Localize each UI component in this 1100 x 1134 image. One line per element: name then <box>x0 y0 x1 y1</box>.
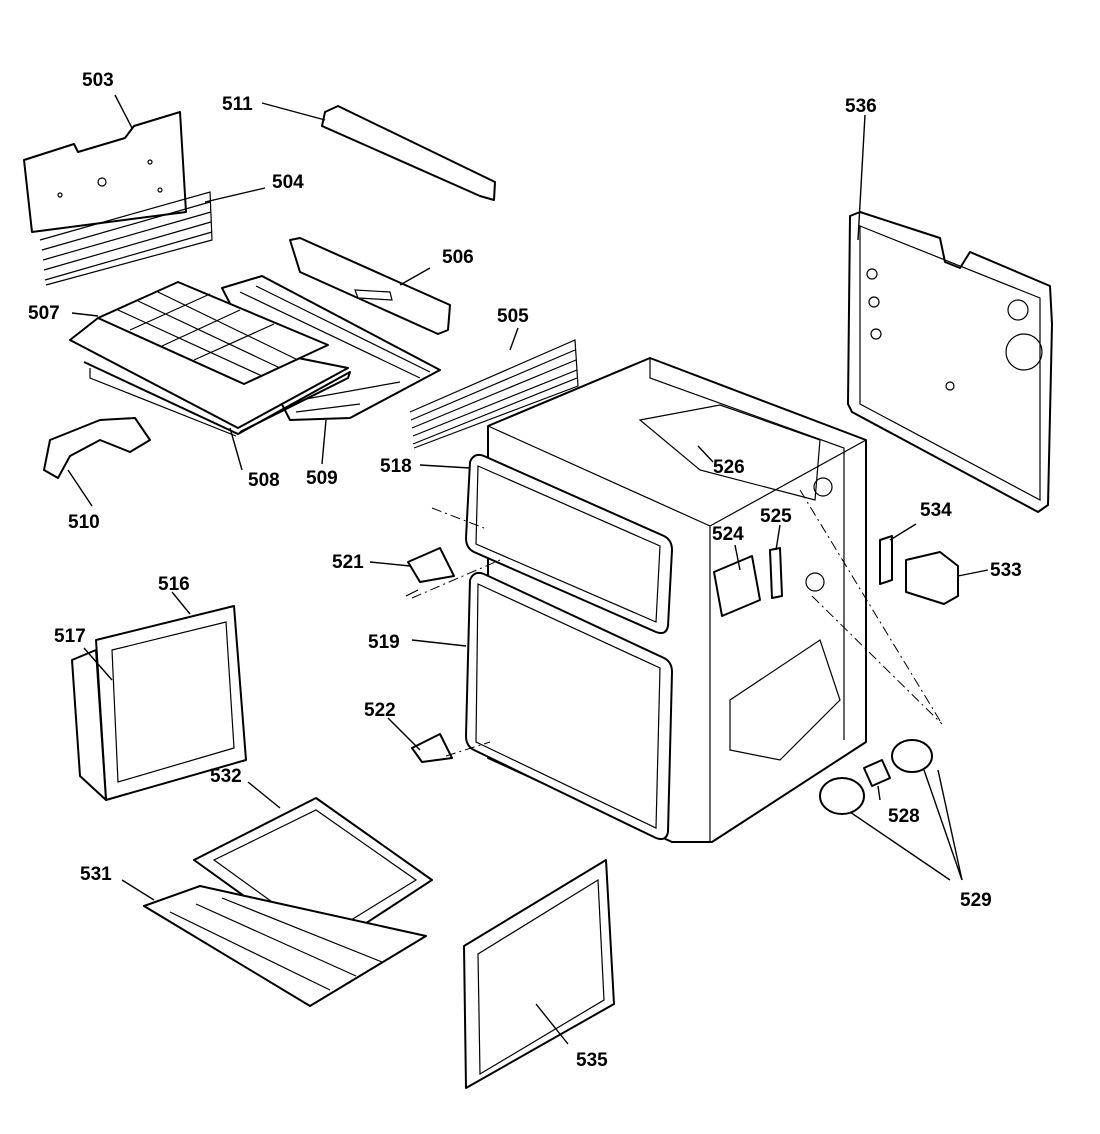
part-524-bracket <box>713 555 761 617</box>
part-535-drawer-panel <box>463 859 615 1089</box>
part-534-terminal-block <box>879 535 893 585</box>
label-532: 532 <box>210 766 242 787</box>
assembly-guide-lines <box>411 489 943 757</box>
label-529: 529 <box>960 890 992 911</box>
part-522-hinge-bracket <box>411 733 453 763</box>
label-534: 534 <box>920 500 952 521</box>
label-508: 508 <box>248 470 280 491</box>
part-508-broiler-pan <box>69 317 351 437</box>
part-519-lower-gasket <box>465 571 673 841</box>
label-524: 524 <box>712 524 744 545</box>
part-528-knob-shaft <box>863 759 891 787</box>
part-536-rear-panel <box>847 211 1053 513</box>
label-509: 509 <box>306 468 338 489</box>
label-535: 535 <box>576 1050 608 1071</box>
label-528: 528 <box>888 806 920 827</box>
label-506: 506 <box>442 247 474 268</box>
part-525-bracket <box>769 547 783 599</box>
label-531: 531 <box>80 864 112 885</box>
label-533: 533 <box>990 560 1022 581</box>
label-519: 519 <box>368 632 400 653</box>
label-504: 504 <box>272 172 304 193</box>
part-504-wire-rack-side <box>39 191 213 286</box>
label-505: 505 <box>497 306 529 327</box>
label-516: 516 <box>158 574 190 595</box>
part-507-broiler-grid <box>97 281 329 385</box>
label-503: 503 <box>82 70 114 91</box>
label-517: 517 <box>54 626 86 647</box>
label-526: 526 <box>713 457 745 478</box>
part-505-wire-rack-side <box>409 339 579 449</box>
part-531-drawer-rack <box>143 885 427 1007</box>
part-number-labels: 503 504 505 506 507 508 509 510 511 516 … <box>28 70 1022 1071</box>
label-510: 510 <box>68 512 100 533</box>
label-536: 536 <box>845 96 877 117</box>
label-518: 518 <box>380 456 412 477</box>
part-521-hinge-bracket <box>405 547 455 597</box>
part-506-vent-bracket <box>289 237 451 335</box>
label-525: 525 <box>760 506 792 527</box>
part-503-back-panel <box>23 111 187 233</box>
part-533-cover <box>905 551 959 605</box>
part-529-control-knob <box>819 739 933 815</box>
label-521: 521 <box>332 552 364 573</box>
part-511-trim-strip <box>321 105 496 201</box>
label-522: 522 <box>364 700 396 721</box>
part-510-pan-handle <box>43 417 151 479</box>
label-511: 511 <box>222 94 253 115</box>
leader-lines <box>67 94 989 1045</box>
part-518-upper-gasket <box>465 453 673 635</box>
label-507: 507 <box>28 303 60 324</box>
